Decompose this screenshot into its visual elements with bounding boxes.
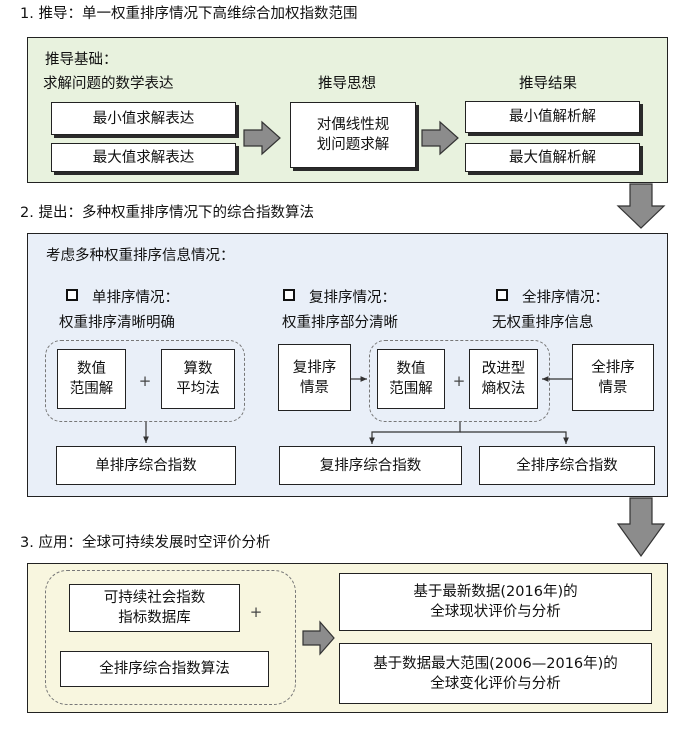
single-ordering-index-box: 单排序综合指数 [56, 446, 236, 485]
numeric-range-line1: 数值 [396, 361, 426, 377]
plus-sign: + [138, 372, 152, 390]
min-expression-box: 最小值求解表达 [51, 102, 236, 135]
derivation-basis-label: 推导基础： [45, 52, 118, 68]
dual-lp-method-box: 对偶线性规 划问题求解 [290, 102, 416, 168]
single-method-group [45, 340, 245, 422]
multi-ordering-label: 复排序情况： [283, 288, 396, 308]
full-ordering-algorithm-box: 全排序综合指数算法 [60, 651, 269, 687]
numeric-range-line1: 数值 [77, 361, 106, 377]
current-status-line1: 基于最新数据(2016年)的 [413, 584, 578, 600]
plus-sign: + [452, 372, 466, 390]
database-line2: 指标数据库 [118, 610, 191, 626]
full-ordering-index-box: 全排序综合指数 [479, 446, 655, 485]
current-status-evaluation-box: 基于最新数据(2016年)的 全球现状评价与分析 [339, 573, 652, 631]
change-evaluation-line2: 全球变化评价与分析 [430, 675, 561, 692]
full-ordering-desc: 无权重排序信息 [492, 315, 594, 331]
max-expression-label: 最大值求解表达 [92, 149, 195, 166]
max-expression-box: 最大值求解表达 [51, 143, 236, 172]
dual-lp-line1: 对偶线性规 [316, 117, 390, 133]
improved-entropy-line1: 改进型 [481, 361, 526, 377]
math-expression-header: 求解问题的数学表达 [43, 76, 174, 92]
section2-title: 2. 提出：多种权重排序情况下的综合指数算法 [20, 205, 314, 221]
database-line1: 可持续社会指数 [103, 590, 206, 606]
full-scenario-line2: 情景 [598, 379, 628, 396]
multi-scenario-box: 复排序 情景 [278, 344, 351, 411]
current-status-line2: 全球现状评价与分析 [430, 604, 561, 620]
multi-ordering-desc: 权重排序部分清晰 [282, 315, 398, 331]
min-solution-box: 最小值解析解 [465, 101, 640, 133]
single-ordering-label: 单排序情况： [66, 288, 179, 308]
section3-title: 3. 应用：全球可持续发展时空评价分析 [20, 535, 271, 551]
change-evaluation-line1: 基于数据最大范围(2006—2016年)的 [373, 655, 618, 672]
sustainable-index-database-box: 可持续社会指数 指标数据库 [69, 584, 240, 632]
single-ordering-text: 单排序情况： [92, 290, 179, 306]
arithmetic-mean-line2: 平均法 [176, 381, 220, 397]
change-evaluation-box: 基于数据最大范围(2006—2016年)的 全球变化评价与分析 [339, 643, 652, 704]
multi-ordering-intro: 考虑多种权重排序信息情况： [46, 248, 235, 264]
checkbox-square-icon [283, 289, 295, 301]
dual-lp-line2: 划问题求解 [316, 137, 390, 153]
numeric-range-line2: 范围解 [69, 381, 114, 397]
plus-sign: + [249, 603, 263, 621]
section1-title: 1. 推导：单一权重排序情况下高维综合加权指数范围 [20, 6, 358, 22]
improved-entropy-line2: 熵权法 [481, 381, 526, 397]
arithmetic-mean-line1: 算数 [183, 361, 213, 377]
multi-ordering-index-box: 复排序综合指数 [279, 446, 462, 485]
checkbox-square-icon [66, 289, 78, 301]
numeric-range-line2: 范围解 [389, 381, 433, 397]
improved-entropy-box: 改进型 熵权法 [469, 349, 538, 409]
max-solution-box: 最大值解析解 [465, 143, 640, 172]
checkbox-square-icon [496, 289, 508, 301]
down-block-arrow-icon [616, 497, 666, 558]
derivation-result-header: 推导结果 [519, 76, 577, 92]
numeric-range-box-single: 数值 范围解 [57, 349, 126, 409]
multi-ordering-text: 复排序情况： [309, 290, 396, 306]
input-group [45, 570, 296, 705]
arithmetic-mean-box: 算数 平均法 [161, 349, 235, 409]
down-block-arrow-icon [616, 183, 666, 229]
derivation-idea-header: 推导思想 [318, 76, 376, 92]
full-ordering-text: 全排序情况： [522, 290, 609, 306]
single-ordering-desc: 权重排序清晰明确 [59, 315, 175, 331]
multi-scenario-line1: 复排序 [292, 359, 337, 376]
numeric-range-box-multi: 数值 范围解 [377, 349, 445, 409]
multi-method-group [369, 340, 550, 422]
multi-scenario-line2: 情景 [300, 379, 329, 396]
full-ordering-label: 全排序情况： [496, 288, 609, 308]
full-scenario-line1: 全排序 [591, 359, 635, 376]
full-scenario-box: 全排序 情景 [572, 344, 654, 411]
